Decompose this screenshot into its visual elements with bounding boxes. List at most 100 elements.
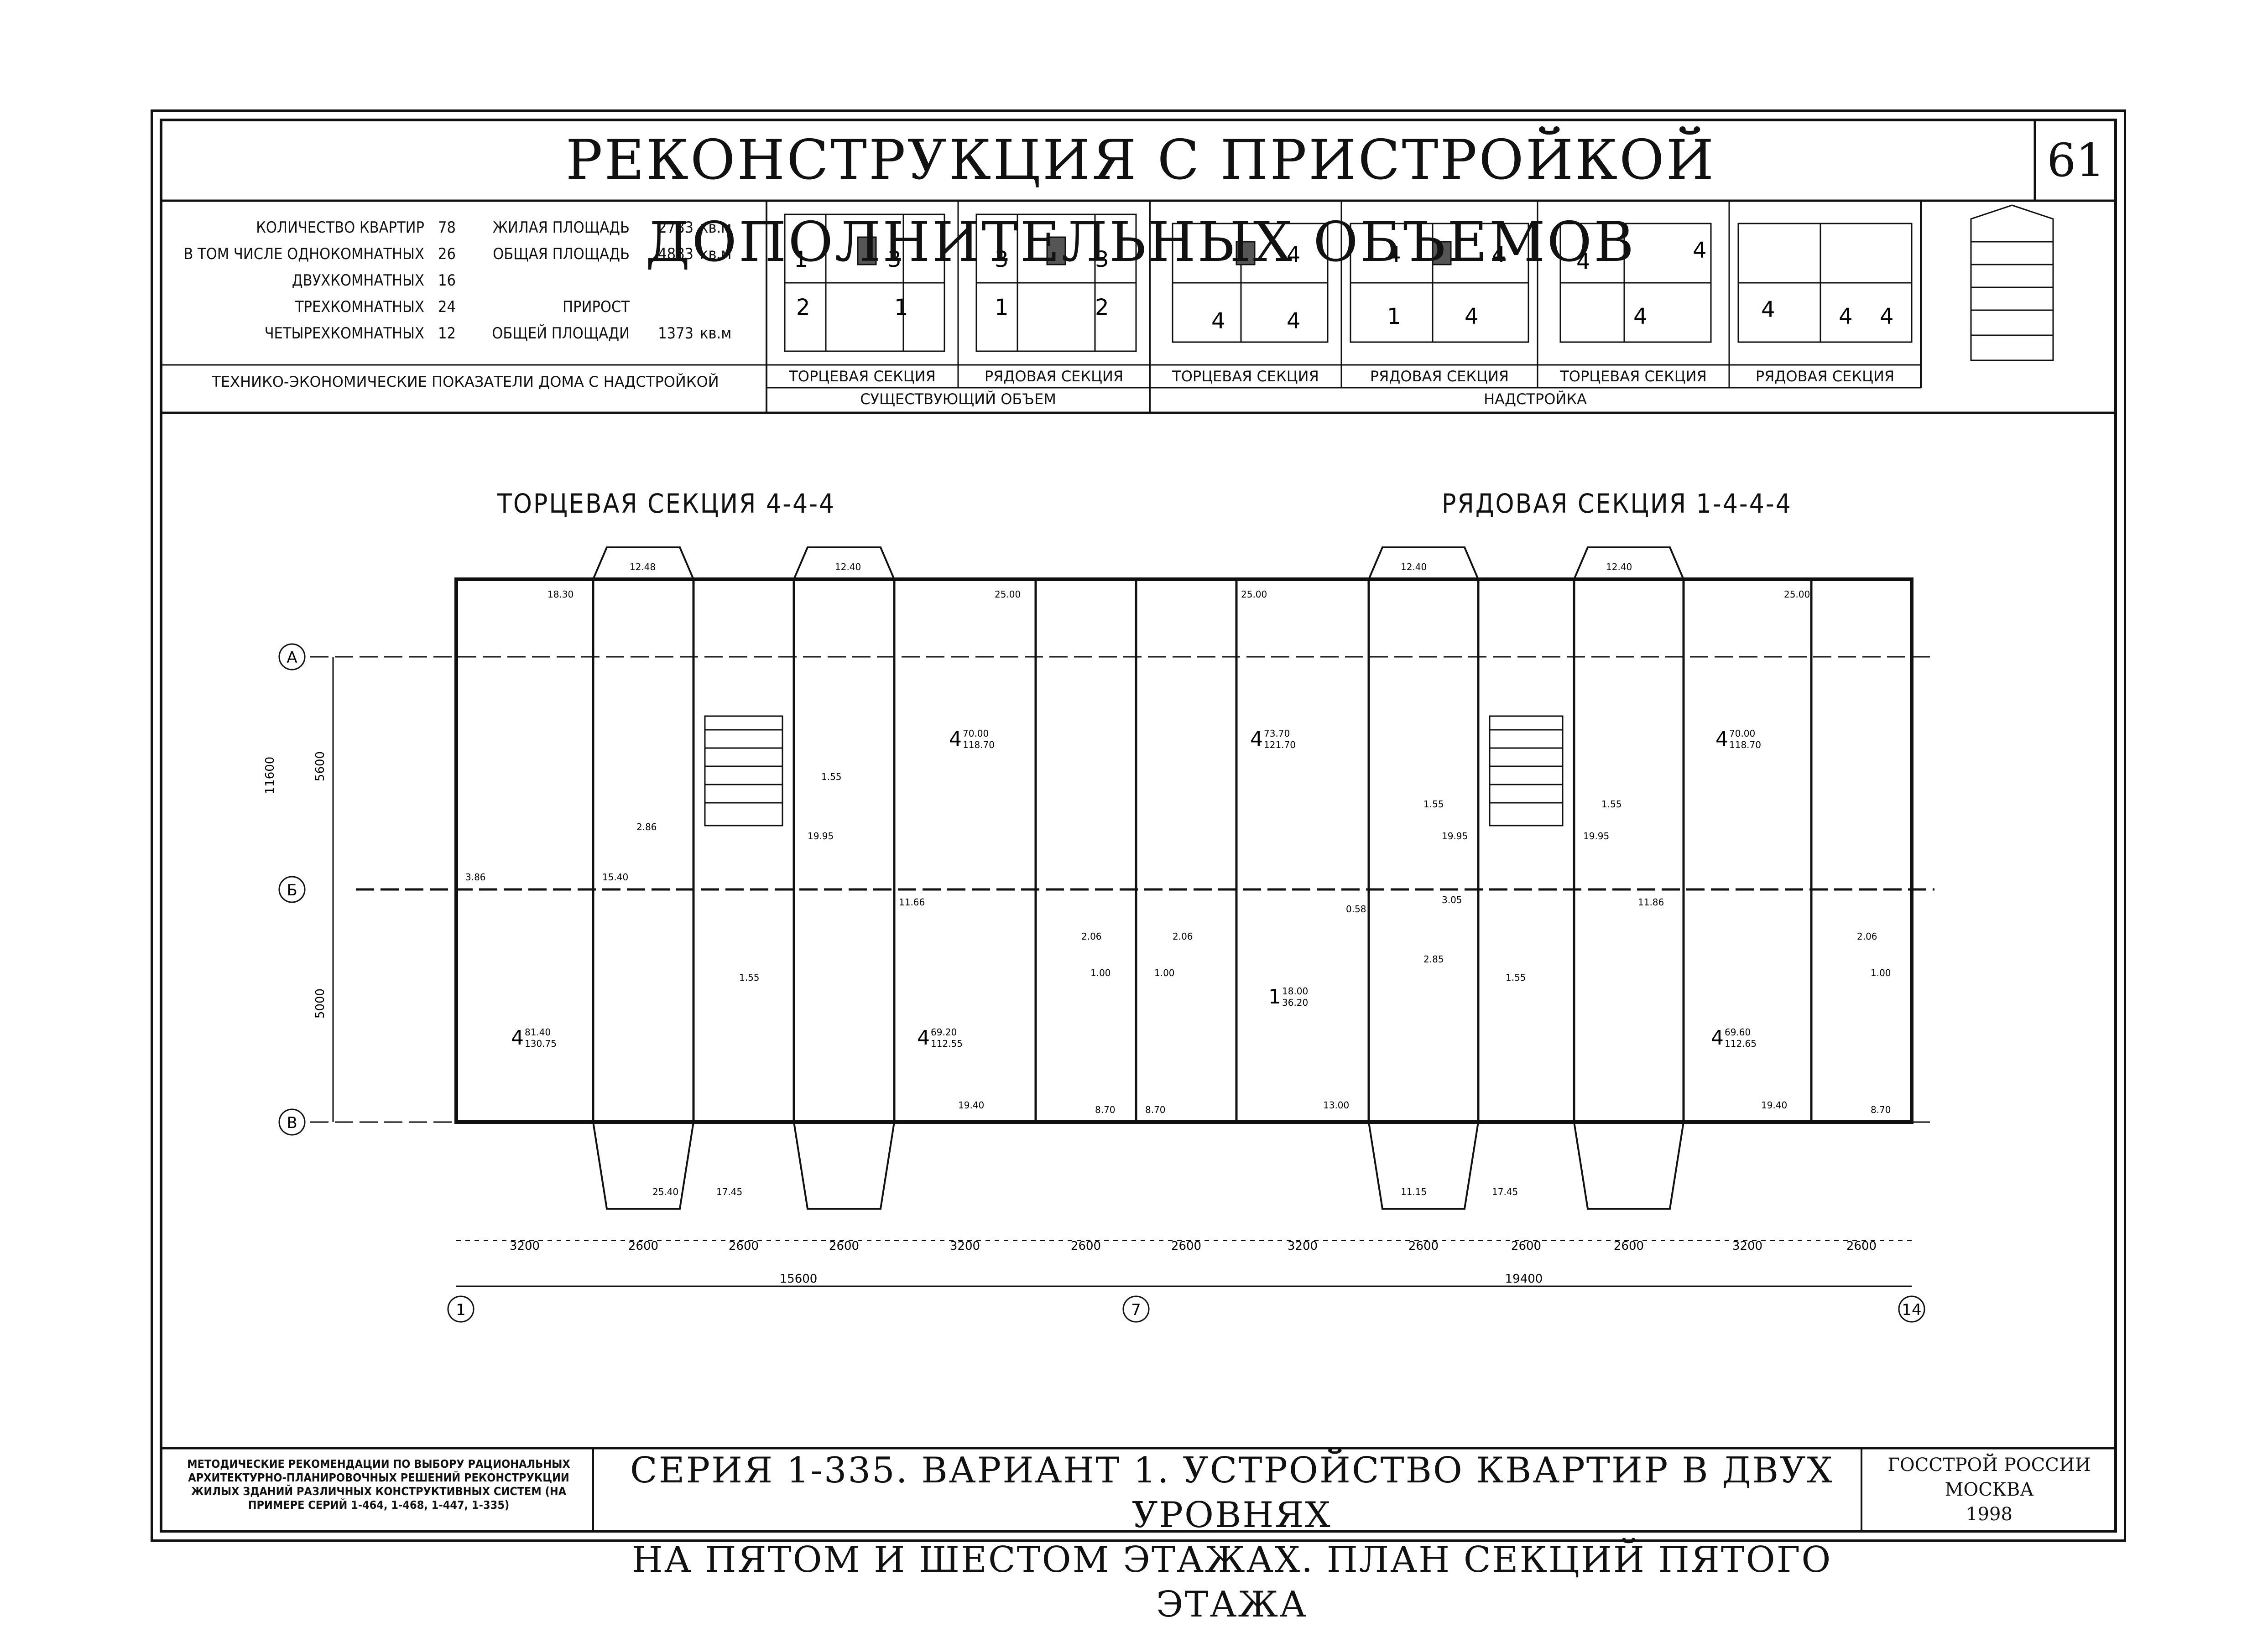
room-area: 13.00 <box>1323 1100 1349 1111</box>
apt-total: 112.55 <box>931 1038 963 1049</box>
scheme-number: 2 <box>796 295 810 320</box>
room-area: 19.95 <box>808 831 834 842</box>
bay-dim: 2600 <box>1171 1239 1201 1253</box>
room-area: 3.05 <box>1442 894 1462 905</box>
apt-total: 112.65 <box>1725 1038 1757 1049</box>
plan-label-left: ТОРЦЕВАЯ СЕКЦИЯ 4-4-4 <box>497 488 836 519</box>
tech-row: В ТОМ ЧИСЛЕ ОДНОКОМНАТНЫХ 26 ОБЩАЯ ПЛОЩА… <box>173 241 757 267</box>
axis-14: 14 <box>1902 1301 1921 1319</box>
room-area: 1.55 <box>1601 799 1622 810</box>
scheme-number: 3 <box>1095 247 1109 272</box>
bay-dim: 2600 <box>829 1239 859 1253</box>
bay-dim: 3200 <box>1732 1239 1762 1253</box>
tech-label: КОЛИЧЕСТВО КВАРТИР <box>256 218 424 237</box>
tech-row: ТРЕХКОМНАТНЫХ 24 ПРИРОСТ <box>173 294 757 320</box>
footer-methodology: МЕТОДИЧЕСКИЕ РЕКОМЕНДАЦИИ ПО ВЫБОРУ РАЦИ… <box>187 1457 570 1512</box>
tech-label2: ЖИЛАЯ ПЛОЩАДЬ <box>492 218 630 237</box>
scheme-caption: РЯДОВАЯ СЕКЦИЯ <box>984 368 1124 385</box>
dim-11600: 11600 <box>263 757 277 795</box>
room-area: 12.40 <box>1606 561 1632 572</box>
apt-living: 81.40 <box>525 1027 551 1038</box>
scheme-number: 3 <box>995 247 1009 272</box>
footer-title-line1: СЕРИЯ 1-335. ВАРИАНТ 1. УСТРОЙСТВО КВАРТ… <box>630 1450 1834 1536</box>
dim-5000: 5000 <box>313 988 327 1019</box>
room-area: 0.58 <box>1346 904 1366 915</box>
room-area: 11.86 <box>1638 897 1664 908</box>
bay-dim: 2600 <box>1511 1239 1541 1253</box>
tech-value2: 2783 <box>658 218 693 237</box>
room-area: 11.15 <box>1401 1186 1427 1197</box>
tech-label: ТРЕХКОМНАТНЫХ <box>295 298 424 316</box>
tech-value2: 1373 <box>658 324 693 343</box>
room-area: 17.45 <box>1492 1186 1518 1197</box>
scheme-number: 4 <box>1465 304 1479 329</box>
room-area: 8.70 <box>1095 1104 1116 1115</box>
page-number: 61 <box>2047 134 2105 187</box>
footer-title-line2: НА ПЯТОМ И ШЕСТОМ ЭТАЖАХ. ПЛАН СЕКЦИЙ ПЯ… <box>631 1539 1832 1625</box>
scheme-number: 4 <box>1576 249 1590 275</box>
tech-row: КОЛИЧЕСТВО КВАРТИР 78 ЖИЛАЯ ПЛОЩАДЬ 2783… <box>173 214 757 241</box>
tech-value: 16 <box>438 271 456 290</box>
scheme-caption: РЯДОВАЯ СЕКЦИЯ <box>1755 368 1895 385</box>
tech-label2: ПРИРОСТ <box>563 298 630 316</box>
room-area: 12.40 <box>835 561 861 572</box>
scheme-number: 4 <box>1387 242 1401 268</box>
tech-label2: ОБЩЕЙ ПЛОЩАДИ <box>492 324 630 343</box>
bay-dim: 3200 <box>950 1239 980 1253</box>
room-area: 8.70 <box>1145 1104 1166 1115</box>
room-area: 25.00 <box>995 589 1021 600</box>
axis-v: В <box>287 1114 297 1132</box>
room-area: 18.30 <box>547 589 574 600</box>
footer-title: СЕРИЯ 1-335. ВАРИАНТ 1. УСТРОЙСТВО КВАРТ… <box>598 1448 1866 1627</box>
bay-dim: 2600 <box>729 1239 759 1253</box>
room-areas: 12.48 12.40 18.30 25.00 25.00 12.40 12.4… <box>465 561 1891 1197</box>
scheme-number: 4 <box>1287 308 1301 334</box>
room-area: 1.55 <box>739 972 760 983</box>
room-area: 17.45 <box>716 1186 742 1197</box>
tech-label2: ОБЩАЯ ПЛОЩАДЬ <box>493 245 630 263</box>
apt-living: 70.00 <box>963 728 989 739</box>
tech-label: В ТОМ ЧИСЛЕ ОДНОКОМНАТНЫХ <box>183 245 424 263</box>
plan-label-right: РЯДОВАЯ СЕКЦИЯ 1-4-4-4 <box>1442 488 1792 519</box>
tech-row: ДВУХКОМНАТНЫХ 16 <box>173 267 757 294</box>
room-area: 1.55 <box>1506 972 1526 983</box>
apt-total: 36.20 <box>1282 997 1308 1008</box>
apt-living: 73.70 <box>1264 728 1290 739</box>
axis-1: 1 <box>456 1301 466 1319</box>
tech-unit: кв.м <box>700 245 732 263</box>
apt-living: 70.00 <box>1729 728 1755 739</box>
tech-indicators-table: КОЛИЧЕСТВО КВАРТИР 78 ЖИЛАЯ ПЛОЩАДЬ 2783… <box>173 214 757 347</box>
scheme-caption: ТОРЦЕВАЯ СЕКЦИЯ <box>1560 368 1707 385</box>
room-area: 1.00 <box>1871 967 1891 978</box>
scheme-number: 4 <box>1693 238 1707 263</box>
tech-unit: кв.м <box>700 324 732 343</box>
tech-value2: 4883 <box>658 245 693 263</box>
room-area: 2.86 <box>636 821 657 832</box>
apt-rooms: 4 <box>1715 728 1728 751</box>
scheme-number: 4 <box>1633 304 1648 329</box>
room-area: 11.66 <box>899 897 925 908</box>
footer-organization: ГОССТРОЙ РОССИИ МОСКВА 1998 <box>1866 1453 2112 1527</box>
apt-total: 121.70 <box>1264 739 1296 750</box>
room-area: 1.55 <box>1423 799 1444 810</box>
room-area: 25.40 <box>652 1186 678 1197</box>
floor-plan-walls <box>310 546 1934 1287</box>
room-area: 19.95 <box>1583 831 1609 842</box>
room-area: 19.95 <box>1442 831 1468 842</box>
scheme-number: 4 <box>1492 242 1506 268</box>
apt-total: 130.75 <box>525 1038 557 1049</box>
page-title: РЕКОНСТРУКЦИЯ С ПРИСТРОЙКОЙ ДОПОЛНИТЕЛЬН… <box>565 129 1716 274</box>
apt-rooms: 4 <box>949 728 962 751</box>
scheme-number: 1 <box>995 295 1009 320</box>
apt-total: 118.70 <box>1729 739 1761 750</box>
apt-rooms: 4 <box>1711 1026 1724 1050</box>
apt-living: 69.20 <box>931 1027 957 1038</box>
apt-rooms: 4 <box>917 1026 930 1050</box>
org-year: 1998 <box>1966 1504 2013 1525</box>
tech-row: ЧЕТЫРЕХКОМНАТНЫХ 12 ОБЩЕЙ ПЛОЩАДИ 1373 к… <box>173 320 757 347</box>
scheme-number: 3 <box>887 247 902 272</box>
room-area: 12.40 <box>1401 561 1427 572</box>
scheme-caption: ТОРЦЕВАЯ СЕКЦИЯ <box>789 368 936 385</box>
room-area: 2.06 <box>1173 931 1193 942</box>
